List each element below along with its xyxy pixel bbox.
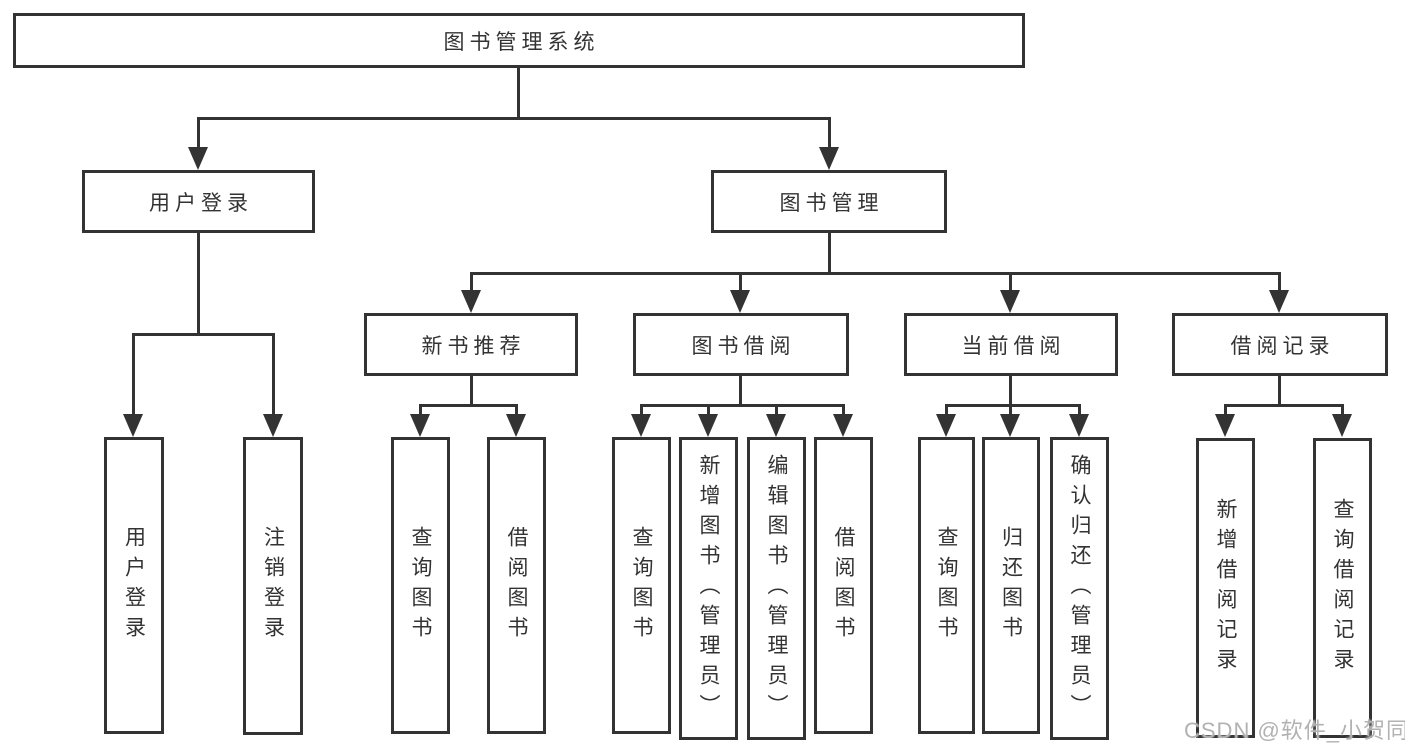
- arrow-down-icon: [1069, 414, 1089, 437]
- arrow-down-icon: [1215, 414, 1235, 437]
- leaf-add-borrow-record: 新增借阅记录: [1196, 438, 1255, 738]
- node-label: 新增图书（管理员）: [697, 453, 720, 724]
- connector-line: [1078, 404, 1081, 416]
- connector-line: [1224, 404, 1227, 416]
- leaf-add-book-admin: 新增图书（管理员）: [679, 437, 738, 740]
- arrow-down-icon: [1000, 290, 1020, 313]
- node-label: 查询借阅记录: [1331, 498, 1354, 678]
- arrow-down-icon: [1332, 414, 1352, 437]
- node-label: 图书管理: [779, 191, 884, 215]
- node-label: 用户登录: [149, 191, 253, 215]
- node-label: 确认归还（管理员）: [1068, 453, 1091, 724]
- arrow-down-icon: [263, 414, 283, 437]
- connector-line: [945, 404, 948, 416]
- leaf-query-books-borrow: 查询图书: [612, 437, 671, 734]
- node-label: 新增借阅记录: [1214, 498, 1237, 678]
- connector-line: [470, 376, 473, 407]
- connector-line: [470, 272, 1281, 275]
- arrow-down-icon: [766, 414, 786, 437]
- leaf-return-books: 归还图书: [982, 437, 1040, 734]
- leaf-query-borrow-record: 查询借阅记录: [1313, 438, 1372, 738]
- connector-line: [828, 233, 831, 275]
- connector-line: [828, 117, 831, 153]
- connector-line: [1278, 272, 1281, 292]
- leaf-edit-book-admin: 编辑图书（管理员）: [747, 437, 806, 740]
- connector-line: [842, 404, 845, 416]
- connector-line: [419, 404, 422, 416]
- node-label: 查询图书: [630, 525, 653, 646]
- leaf-borrow-books-borrow: 借阅图书: [814, 437, 873, 734]
- connector-line: [470, 272, 473, 292]
- arrow-down-icon: [936, 414, 956, 437]
- arrow-down-icon: [188, 147, 208, 170]
- arrow-down-icon: [730, 290, 750, 313]
- node-label: 借阅图书: [832, 525, 855, 646]
- node-label: 新书推荐: [421, 334, 526, 358]
- leaf-logout: 注销登录: [243, 437, 303, 735]
- arrow-down-icon: [819, 147, 839, 170]
- connector-line: [707, 404, 710, 416]
- leaf-query-books-current: 查询图书: [918, 437, 975, 734]
- connector-line: [945, 404, 1081, 407]
- arrow-down-icon: [123, 414, 143, 437]
- connector-line: [775, 404, 778, 416]
- node-book-management: 图书管理: [711, 170, 947, 233]
- node-current-borrowing: 当前借阅: [904, 313, 1118, 376]
- leaf-user-login: 用户登录: [104, 437, 164, 734]
- node-label: 注销登录: [261, 526, 285, 646]
- connector-line: [640, 404, 643, 416]
- connector-line: [132, 333, 135, 417]
- leaf-confirm-return-admin: 确认归还（管理员）: [1050, 437, 1109, 740]
- connector-line: [1224, 404, 1344, 407]
- arrow-down-icon: [410, 414, 430, 437]
- connector-line: [272, 333, 275, 417]
- arrow-down-icon: [461, 290, 481, 313]
- connector-line: [197, 233, 200, 335]
- connector-line: [1009, 272, 1012, 292]
- connector-line: [1009, 376, 1012, 407]
- connector-line: [640, 404, 845, 407]
- leaf-query-books-recommend: 查询图书: [391, 437, 450, 734]
- node-user-login: 用户登录: [82, 170, 315, 233]
- connector-line: [1278, 376, 1281, 407]
- node-label: 查询图书: [409, 525, 432, 646]
- connector-line: [515, 404, 518, 416]
- arrow-down-icon: [1269, 290, 1289, 313]
- leaf-borrow-books-recommend: 借阅图书: [487, 437, 546, 734]
- connector-line: [1341, 404, 1344, 416]
- connector-line: [739, 272, 742, 292]
- node-label: 借阅图书: [505, 525, 528, 646]
- node-label: 编辑图书（管理员）: [765, 453, 788, 724]
- node-library-system: 图书管理系统: [13, 13, 1025, 68]
- node-new-book-recommend: 新书推荐: [364, 313, 578, 376]
- node-label: 图书管理系统: [443, 30, 600, 54]
- connector-line: [197, 117, 200, 153]
- node-borrow-records: 借阅记录: [1172, 313, 1388, 376]
- arrow-down-icon: [833, 414, 853, 437]
- arrow-down-icon: [506, 414, 526, 437]
- node-label: 查询图书: [935, 525, 958, 646]
- connector-line: [132, 333, 275, 336]
- node-label: 归还图书: [999, 525, 1023, 646]
- watermark-text: CSDN @软件_小贺同学: [1184, 718, 1405, 743]
- node-label: 当前借阅: [961, 334, 1066, 358]
- node-label: 借阅记录: [1230, 334, 1335, 358]
- node-label: 用户登录: [122, 525, 146, 646]
- arrow-down-icon: [698, 414, 718, 437]
- connector-line: [197, 117, 831, 120]
- connector-line: [739, 376, 742, 407]
- arrow-down-icon: [631, 414, 651, 437]
- node-label: 图书借阅: [691, 334, 796, 358]
- connector-line: [419, 404, 518, 407]
- arrow-down-icon: [1000, 414, 1020, 437]
- connector-line: [1009, 404, 1012, 416]
- node-book-borrowing: 图书借阅: [633, 313, 849, 376]
- connector-line: [517, 66, 520, 119]
